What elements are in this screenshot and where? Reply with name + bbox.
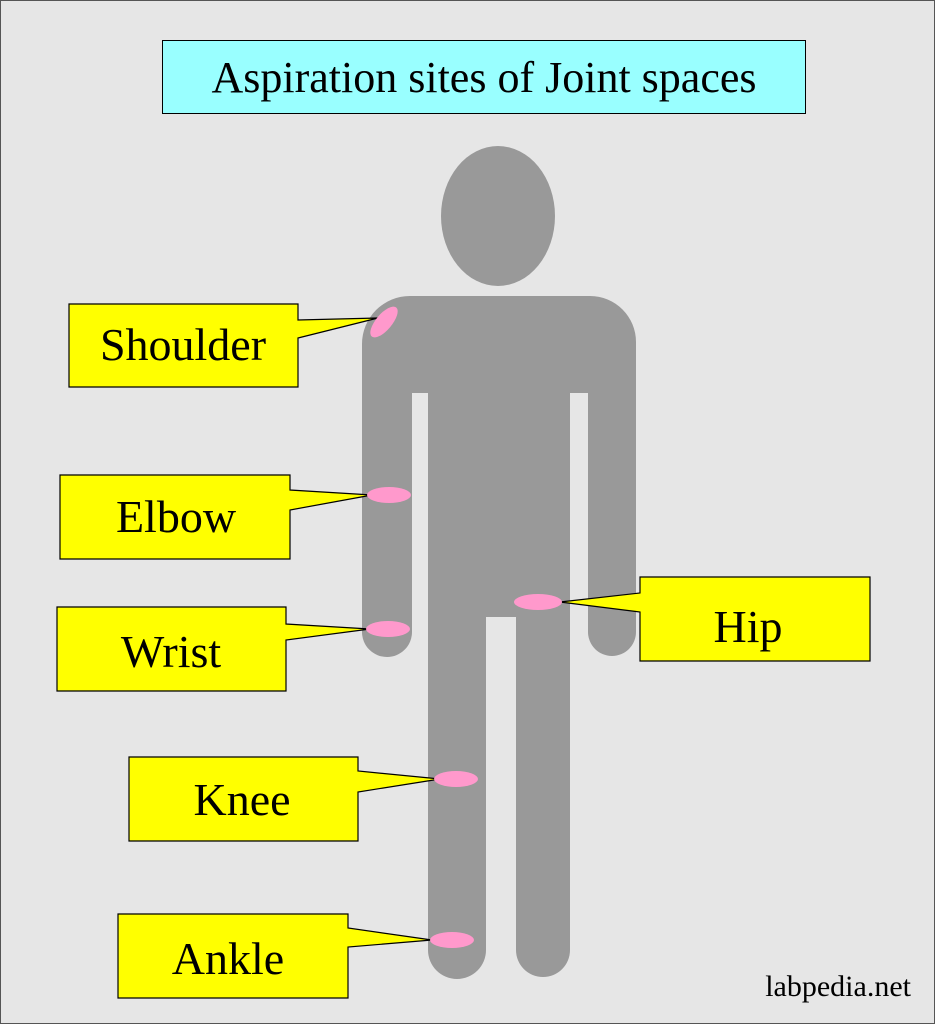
callout-wrist: Wrist (56, 606, 371, 692)
human-silhouette (362, 146, 636, 979)
joint-marker-knee (434, 771, 478, 787)
joint-marker-wrist (366, 621, 410, 637)
callout-elbow-box (59, 474, 373, 560)
label-knee: Knee (193, 774, 290, 825)
callout-shoulder-box (68, 303, 379, 388)
callout-shoulder: Shoulder (68, 303, 379, 388)
callout-hip: Hip (559, 576, 871, 662)
label-shoulder: Shoulder (100, 319, 266, 370)
callout-knee-box (128, 756, 441, 842)
joint-marker-hip (514, 594, 562, 610)
body (362, 296, 636, 979)
callout-wrist-box (56, 606, 371, 692)
label-wrist: Wrist (121, 626, 222, 677)
joint-marker-elbow (367, 487, 411, 503)
callout-ankle-box (117, 913, 433, 999)
callout-hip-box (559, 576, 871, 662)
callout-knee: Knee (128, 756, 441, 842)
callout-ankle: Ankle (117, 913, 433, 999)
head (441, 146, 555, 286)
site-watermark: labpedia.net (765, 970, 911, 1003)
joint-marker-ankle (430, 932, 474, 948)
label-ankle: Ankle (172, 933, 284, 984)
callout-elbow: Elbow (59, 474, 373, 560)
label-hip: Hip (714, 601, 783, 652)
diagram-title: Aspiration sites of Joint spaces (162, 40, 806, 114)
joint-marker-shoulder (370, 306, 398, 338)
label-elbow: Elbow (116, 491, 237, 542)
